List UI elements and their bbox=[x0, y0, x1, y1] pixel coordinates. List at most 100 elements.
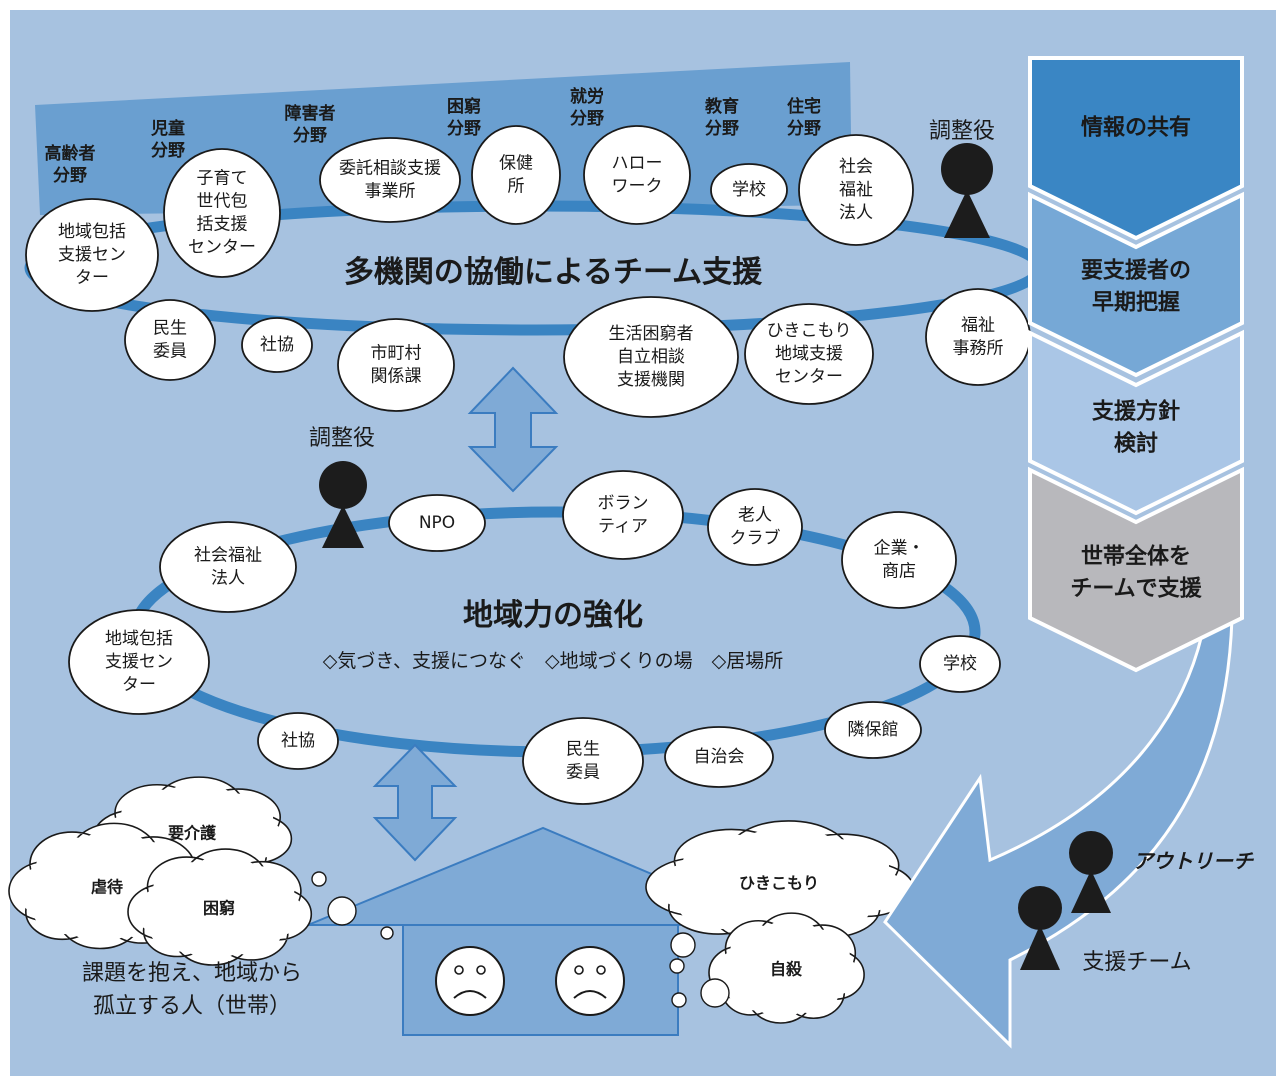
agency-bubble: NPO bbox=[388, 494, 486, 552]
step-chevron bbox=[1028, 466, 1244, 673]
bubble-line: 法人 bbox=[211, 569, 245, 589]
bubble-shape bbox=[337, 318, 455, 412]
thought-dot bbox=[380, 926, 394, 940]
thought-dot bbox=[670, 932, 696, 958]
bubble-line: 商店 bbox=[882, 562, 916, 582]
category-line: 分野 bbox=[570, 109, 604, 129]
thought-dot bbox=[671, 992, 687, 1008]
cloud-label: ひきこもり bbox=[739, 874, 819, 893]
bubble-shape bbox=[25, 198, 159, 312]
bubble-line: 事業所 bbox=[365, 182, 416, 202]
bubble-line: 委託相談支援 bbox=[339, 159, 441, 179]
problem-cloud: 自殺 bbox=[708, 912, 865, 1024]
sad-face-icon bbox=[435, 946, 505, 1016]
double-arrow-icon bbox=[467, 366, 559, 493]
bubble-line: 括支援 bbox=[197, 215, 248, 235]
sad-face-icon bbox=[555, 946, 625, 1016]
bubble-line: 社会福祉 bbox=[194, 546, 262, 566]
step-line: 世帯全体を bbox=[1081, 544, 1191, 570]
middle-subtitle: ◇気づき、支援につなぐ ◇地域づくりの場 ◇居場所 bbox=[323, 650, 784, 672]
category-line: 分野 bbox=[447, 119, 481, 139]
problem-cloud: 困窮 bbox=[127, 848, 313, 966]
bubble-line: 市町村 bbox=[371, 344, 422, 364]
bubble-line: 企業・ bbox=[874, 539, 925, 559]
category-line: 児童 bbox=[150, 118, 185, 139]
coordinator-figure-middle bbox=[319, 461, 367, 548]
bubble-line: 委員 bbox=[566, 763, 600, 783]
person-body-icon bbox=[1071, 870, 1111, 913]
bubble-shape bbox=[241, 317, 313, 373]
bubble-line: 福祉 bbox=[961, 316, 995, 336]
cloud-fill bbox=[715, 918, 858, 1018]
agency-bubble: 隣保館 bbox=[824, 701, 922, 759]
agency-bubble: 学校 bbox=[919, 635, 1001, 693]
person-icon bbox=[941, 143, 993, 195]
agency-bubble: 社協 bbox=[241, 317, 313, 373]
bubble-line: 委員 bbox=[153, 342, 187, 362]
coordinator-label-middle: 調整役 bbox=[309, 426, 375, 451]
bubble-shape bbox=[124, 299, 216, 381]
bubble-shape bbox=[707, 488, 803, 566]
category-line: 困窮 bbox=[447, 96, 481, 117]
person-icon bbox=[1018, 886, 1062, 930]
bubble-line: 福祉 bbox=[839, 180, 873, 200]
support-team-figure bbox=[1018, 831, 1113, 970]
category-line: 分野 bbox=[705, 119, 739, 139]
bubble-line: 生活困窮者 bbox=[609, 324, 694, 344]
bubble-line: 地域包括 bbox=[105, 629, 173, 649]
bubble-shape bbox=[710, 163, 788, 217]
bubble-shape bbox=[744, 303, 874, 405]
category-line: 住宅 bbox=[787, 96, 821, 117]
middle-title: 地域力の強化 bbox=[463, 598, 643, 633]
bubble-line: センター bbox=[775, 367, 843, 387]
category-line: 就労 bbox=[570, 86, 604, 107]
process-step: 情報の共有 bbox=[1028, 56, 1244, 241]
bubble-shape bbox=[563, 296, 739, 418]
bubble-shape bbox=[319, 137, 461, 223]
bubble-line: 隣保館 bbox=[848, 720, 899, 740]
step-line: 検討 bbox=[1114, 431, 1158, 457]
bubble-line: ボラン bbox=[598, 494, 649, 514]
thought-bubble-dots bbox=[311, 871, 730, 1008]
person-body-icon bbox=[322, 505, 364, 548]
bubble-line: 学校 bbox=[732, 180, 766, 200]
bubble-line: 支援セン bbox=[58, 245, 126, 265]
bubble-line: 地域支援 bbox=[775, 344, 843, 364]
cloud-fill bbox=[656, 827, 904, 937]
step-line: 情報の共有 bbox=[1081, 115, 1191, 141]
bubble-line: クラブ bbox=[730, 528, 781, 549]
agency-bubble: 社協 bbox=[257, 712, 339, 770]
person-body-icon bbox=[944, 190, 990, 238]
double-arrow-icon bbox=[372, 743, 458, 862]
category-line: 分野 bbox=[151, 141, 185, 161]
category-line: 分野 bbox=[787, 119, 821, 139]
thought-dot bbox=[669, 958, 685, 974]
category-line: 高齢者 bbox=[45, 143, 96, 164]
cloud-label: 虐待 bbox=[91, 878, 123, 897]
cloud-label: 要介護 bbox=[168, 824, 217, 843]
bubble-line: 地域包括 bbox=[58, 222, 126, 242]
outreach-label: アウトリーチ bbox=[1133, 849, 1255, 873]
bubble-shape bbox=[925, 288, 1031, 386]
bubble-line: 社協 bbox=[260, 335, 294, 355]
bubble-shape bbox=[664, 726, 774, 788]
bubble-line: 老人 bbox=[738, 506, 772, 526]
cloud-label: 自殺 bbox=[770, 960, 803, 979]
bubble-shape bbox=[824, 701, 922, 759]
community-bubbles: NPO ボランティア 老人クラブ企業・商店 社会福祉法人地域包括支援センター 学校隣保館… bbox=[68, 470, 1001, 805]
